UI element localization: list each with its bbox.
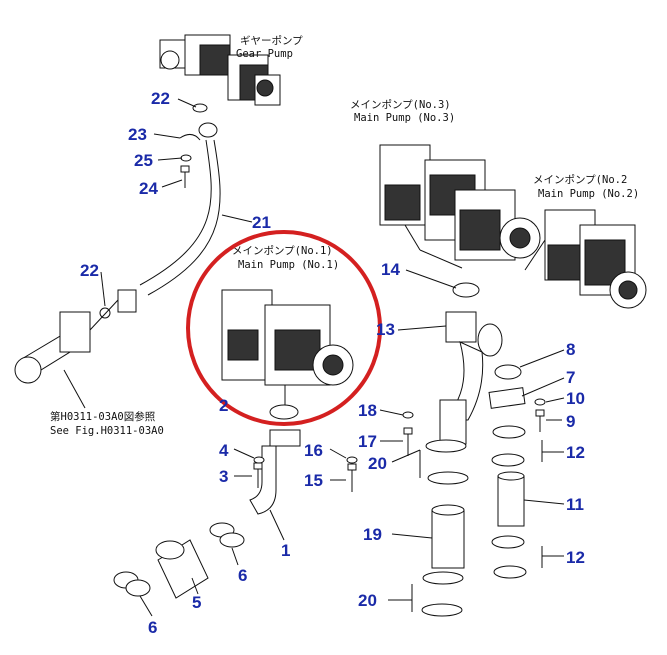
main-pump-2-label-en: Main Pump (No.2) bbox=[538, 188, 639, 200]
callout-17: 17 bbox=[358, 432, 377, 451]
callout-16: 16 bbox=[304, 441, 323, 460]
callout-18: 18 bbox=[358, 401, 377, 420]
hose-11 bbox=[497, 471, 525, 527]
callout-6-upper: 6 bbox=[238, 566, 247, 585]
elbow-13 bbox=[444, 311, 503, 421]
callout-11: 11 bbox=[566, 495, 584, 514]
callout-10: 10 bbox=[566, 389, 585, 408]
clamp-23 bbox=[179, 134, 201, 141]
hose-5 bbox=[155, 539, 209, 599]
bolt-9 bbox=[535, 409, 545, 432]
bolt-3 bbox=[253, 462, 263, 488]
callout-24: 24 bbox=[139, 179, 158, 198]
main-pump-3-drawing bbox=[379, 144, 541, 269]
clamp-12-upper bbox=[491, 425, 526, 467]
callout-6-lower: 6 bbox=[148, 618, 157, 637]
callout-12-upper: 12 bbox=[566, 443, 585, 462]
callout-8: 8 bbox=[566, 340, 575, 359]
callout-23: 23 bbox=[128, 125, 147, 144]
reference-label-jp: 第H0311-03A0図参照 bbox=[50, 410, 156, 423]
washer-10 bbox=[534, 398, 546, 406]
bolt-15 bbox=[347, 463, 357, 492]
hose-19 bbox=[431, 504, 465, 569]
reference-pipe bbox=[14, 299, 119, 409]
main-pump-3-label-en: Main Pump (No.3) bbox=[354, 112, 455, 124]
callout-15: 15 bbox=[304, 471, 323, 490]
gear-pump-drawing bbox=[159, 34, 281, 106]
clamp-6-upper bbox=[209, 522, 245, 548]
gasket-8 bbox=[494, 364, 522, 380]
main-pump-1-label-en: Main Pump (No.1) bbox=[238, 259, 339, 271]
washer-4 bbox=[253, 456, 265, 464]
callout-5: 5 bbox=[192, 593, 201, 612]
fitting-22-top bbox=[192, 103, 208, 113]
clamp-6-lower bbox=[113, 571, 151, 597]
pipe-section bbox=[439, 399, 467, 445]
callout-13: 13 bbox=[376, 320, 395, 339]
callout-3: 3 bbox=[219, 467, 228, 486]
callout-21: 21 bbox=[252, 213, 271, 232]
bolt-24 bbox=[180, 165, 190, 188]
callout-12-lower: 12 bbox=[566, 548, 585, 567]
washer-18 bbox=[402, 411, 414, 419]
callout-9: 9 bbox=[566, 412, 575, 431]
callout-19: 19 bbox=[363, 525, 382, 544]
gasket-2 bbox=[269, 404, 299, 420]
callout-25: 25 bbox=[134, 151, 153, 170]
gear-pump-hose bbox=[99, 122, 221, 319]
washer-16 bbox=[346, 456, 358, 464]
clamp-20-upper bbox=[425, 439, 469, 485]
callout-20-upper: 20 bbox=[368, 454, 387, 473]
flange-7 bbox=[488, 387, 526, 409]
main-pump-2-drawing bbox=[524, 209, 647, 309]
gear-pump-label-en: Gear Pump bbox=[236, 48, 293, 60]
callout-4: 4 bbox=[219, 441, 229, 460]
callout-22-top: 22 bbox=[151, 89, 170, 108]
main-pump-2-label-jp: メインポンプ(No.2 bbox=[533, 174, 627, 186]
callout-22-left: 22 bbox=[80, 261, 99, 280]
callout-14: 14 bbox=[381, 260, 400, 279]
callout-2: 2 bbox=[219, 396, 228, 415]
highlight-circle bbox=[186, 230, 382, 426]
main-pump-3-label-jp: メインポンプ(No.3) bbox=[350, 99, 451, 111]
clamp-20-lower bbox=[421, 571, 464, 617]
callout-1: 1 bbox=[281, 541, 290, 560]
main-pump-1-drawing bbox=[221, 289, 354, 405]
gear-pump-label-jp: ギヤーポンプ bbox=[240, 35, 303, 47]
reference-label-en: See Fig.H0311-03A0 bbox=[50, 425, 164, 437]
washer-25 bbox=[180, 154, 192, 162]
callout-20-lower: 20 bbox=[358, 591, 377, 610]
bolt-17 bbox=[403, 427, 413, 456]
gasket-14 bbox=[452, 282, 480, 298]
main-pump-1-label-jp: メインポンプ(No.1) bbox=[232, 245, 333, 257]
elbow-pipe-1 bbox=[249, 429, 301, 515]
clamp-12-lower bbox=[491, 535, 527, 579]
leader-lines bbox=[100, 98, 565, 617]
callout-7: 7 bbox=[566, 368, 575, 387]
